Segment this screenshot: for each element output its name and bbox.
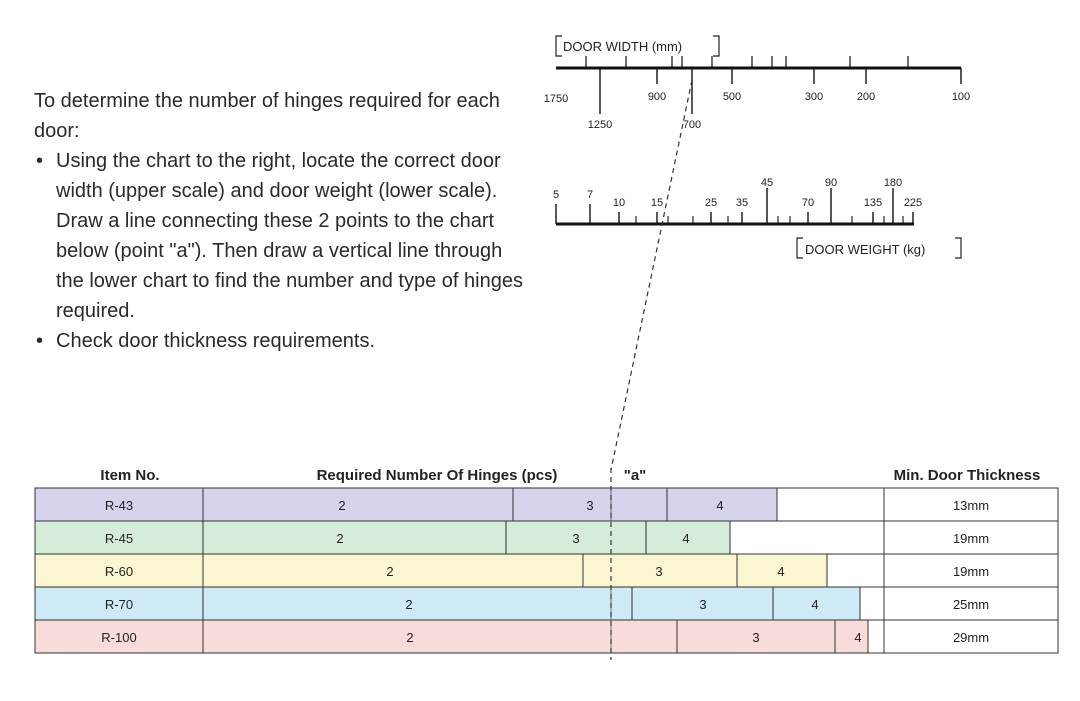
door-thickness: 13mm bbox=[953, 498, 989, 513]
thickness-cell bbox=[883, 586, 1059, 621]
table-row: R-60 2 3 4 19mm bbox=[34, 553, 1059, 588]
hinge-count: 4 bbox=[682, 531, 689, 546]
width-scale-label: 700 bbox=[683, 119, 701, 131]
item-cell bbox=[34, 553, 204, 588]
weight-scale-title-bracket bbox=[796, 237, 962, 259]
header-item-no: Item No. bbox=[100, 467, 159, 484]
width-scale-title: DOOR WIDTH (mm) bbox=[563, 39, 682, 54]
weight-scale-label: 70 bbox=[802, 197, 814, 209]
hinge-segment-4 bbox=[645, 520, 731, 555]
weight-scale-label: 35 bbox=[736, 197, 748, 209]
instruction-bullet: Check door thickness requirements. bbox=[34, 326, 534, 356]
door-thickness: 25mm bbox=[953, 597, 989, 612]
hinge-count: 2 bbox=[338, 498, 345, 513]
weight-scale-label: 45 bbox=[761, 177, 773, 189]
item-number: R-100 bbox=[101, 630, 136, 645]
hinge-segment-4 bbox=[666, 487, 778, 522]
table-row: R-43 2 3 4 13mm bbox=[34, 487, 1059, 522]
table-row: R-45 2 3 4 19mm bbox=[34, 520, 1059, 555]
item-number: R-43 bbox=[105, 498, 133, 513]
width-scale-label: 100 bbox=[952, 91, 970, 103]
hinge-count: 4 bbox=[716, 498, 723, 513]
hinge-segment-3 bbox=[676, 619, 836, 654]
item-number: R-60 bbox=[105, 564, 133, 579]
hinge-segment-4 bbox=[772, 586, 861, 621]
hinge-count: 4 bbox=[811, 597, 818, 612]
hinge-segment-4 bbox=[736, 553, 828, 588]
hinge-segment-3 bbox=[512, 487, 668, 522]
weight-scale-label: 135 bbox=[864, 197, 882, 209]
weight-scale-label: 25 bbox=[705, 197, 717, 209]
thickness-cell bbox=[883, 619, 1059, 654]
hinge-segment-2 bbox=[202, 487, 514, 522]
width-scale-label: 200 bbox=[857, 91, 875, 103]
table-row: R-70 2 3 4 25mm bbox=[34, 586, 1059, 621]
item-cell bbox=[34, 619, 204, 654]
width-scale-label: 900 bbox=[648, 91, 666, 103]
hinge-count: 2 bbox=[405, 597, 412, 612]
weight-scale-label: 90 bbox=[825, 177, 837, 189]
hinge-segment-4 bbox=[834, 619, 869, 654]
hinge-count: 3 bbox=[572, 531, 579, 546]
weight-scale-title: DOOR WEIGHT (kg) bbox=[805, 242, 925, 257]
door-thickness: 29mm bbox=[953, 630, 989, 645]
thickness-cell bbox=[883, 487, 1059, 522]
weight-scale-label: 10 bbox=[613, 197, 625, 209]
thickness-cell bbox=[883, 553, 1059, 588]
width-scale-label: 1750 bbox=[544, 93, 568, 105]
width-scale-label: 1250 bbox=[588, 119, 612, 131]
instructions-intro: To determine the number of hinges requir… bbox=[34, 90, 500, 142]
instructions-list: Using the chart to the right, locate the… bbox=[34, 146, 534, 356]
width-scale-label: 500 bbox=[723, 91, 741, 103]
weight-scale-label: 225 bbox=[904, 197, 922, 209]
hinge-count: 4 bbox=[854, 630, 861, 645]
hinge-count: 2 bbox=[406, 630, 413, 645]
hinge-count: 4 bbox=[777, 564, 784, 579]
hinge-segment-2 bbox=[202, 520, 507, 555]
hinge-count: 3 bbox=[655, 564, 662, 579]
header-point-a: "a" bbox=[624, 467, 647, 484]
weight-scale-label: 15 bbox=[651, 197, 663, 209]
item-number: R-45 bbox=[105, 531, 133, 546]
weight-scale-label: 5 bbox=[553, 189, 559, 201]
door-thickness: 19mm bbox=[953, 531, 989, 546]
instructions: To determine the number of hinges requir… bbox=[34, 86, 534, 356]
hinge-count: 3 bbox=[752, 630, 759, 645]
hinge-segment-2 bbox=[202, 586, 633, 621]
hinge-count: 2 bbox=[336, 531, 343, 546]
header-required-hinges: Required Number Of Hinges (pcs) bbox=[317, 467, 558, 484]
table-row: R-100 2 3 4 29mm bbox=[34, 619, 1059, 654]
thickness-cell bbox=[883, 520, 1059, 555]
hinge-segment-2 bbox=[202, 553, 584, 588]
width-scale-title-bracket bbox=[555, 35, 720, 57]
width-scale-ticks: 1750 1250 900 700 500 300 200 100 bbox=[544, 56, 970, 131]
hinge-segment-2 bbox=[202, 619, 678, 654]
item-cell bbox=[34, 487, 204, 522]
item-number: R-70 bbox=[105, 597, 133, 612]
header-min-door-thickness: Min. Door Thickness bbox=[894, 467, 1041, 484]
door-thickness: 19mm bbox=[953, 564, 989, 579]
hinge-segment-3 bbox=[631, 586, 774, 621]
item-cell bbox=[34, 520, 204, 555]
instruction-bullet: Using the chart to the right, locate the… bbox=[34, 146, 534, 326]
weight-scale-label: 7 bbox=[587, 189, 593, 201]
hinge-count: 2 bbox=[386, 564, 393, 579]
hinge-count: 3 bbox=[699, 597, 706, 612]
weight-scale-label: 180 bbox=[884, 177, 902, 189]
item-cell bbox=[34, 586, 204, 621]
width-scale-label: 300 bbox=[805, 91, 823, 103]
hinge-count: 3 bbox=[586, 498, 593, 513]
connecting-line bbox=[610, 79, 693, 471]
